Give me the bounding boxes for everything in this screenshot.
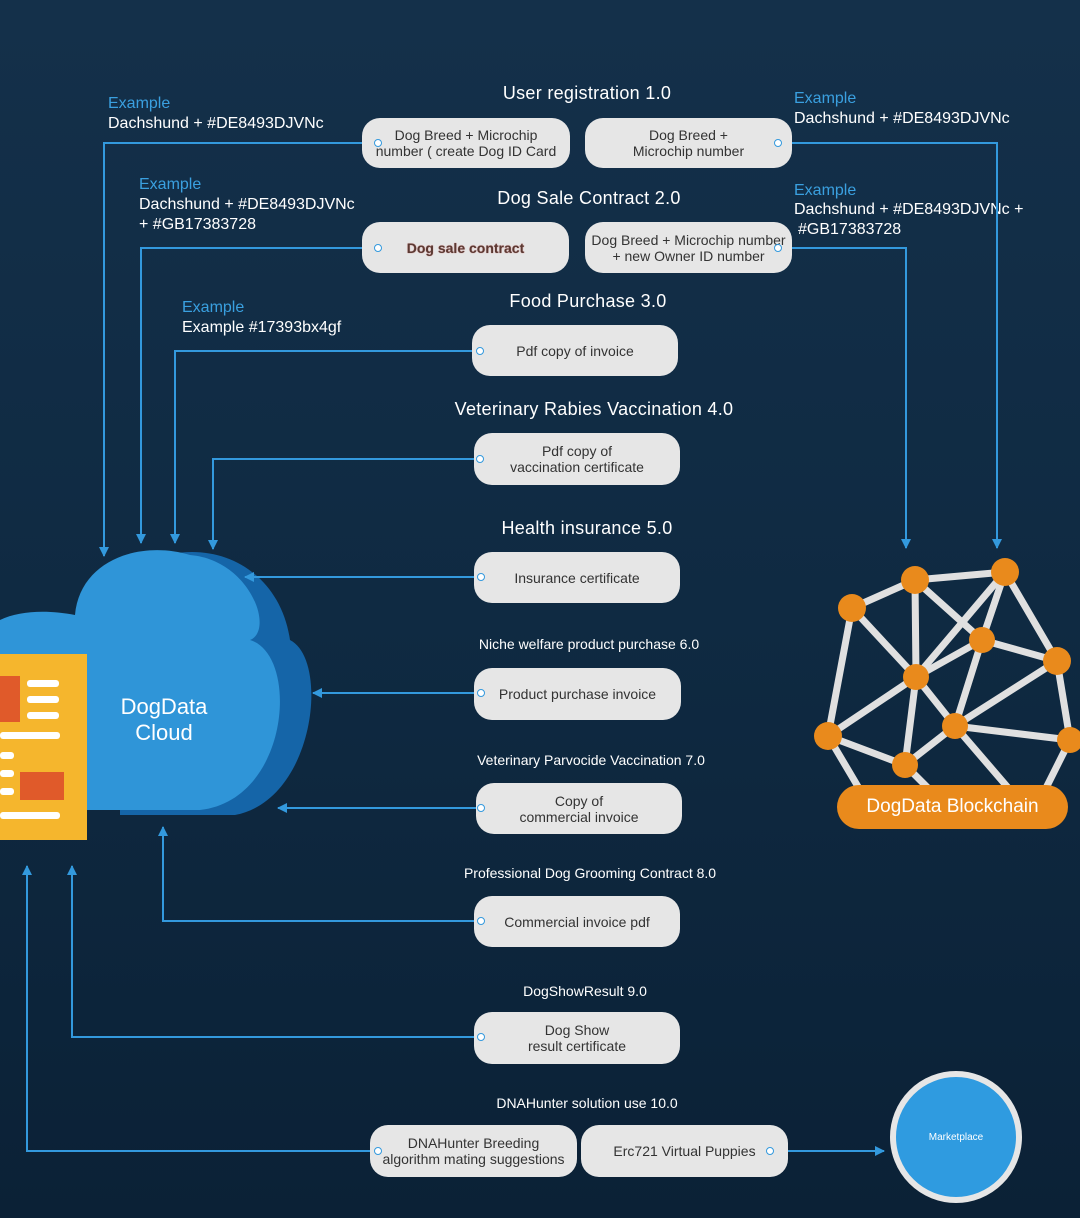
connector-port bbox=[477, 1033, 485, 1041]
connector-port bbox=[477, 689, 485, 697]
connector-port bbox=[374, 139, 382, 147]
connector-port bbox=[374, 244, 382, 252]
example-label: Example bbox=[794, 182, 857, 199]
pill-commercial-invoice-pdf[interactable]: Commercial invoice pdf bbox=[474, 896, 680, 947]
dogdata-cloud-graphic bbox=[0, 550, 312, 840]
connector-8 bbox=[158, 826, 481, 922]
pill-dog-id-card[interactable]: Dog Breed + Microchip number ( create Do… bbox=[362, 118, 570, 168]
heading-user-registration: User registration 1.0 bbox=[502, 83, 672, 103]
heading-niche-welfare: Niche welfare product purchase 6.0 bbox=[478, 636, 700, 652]
example-text: + #GB17383728 bbox=[139, 216, 256, 233]
example-label: Example bbox=[794, 90, 857, 107]
connector-port bbox=[477, 573, 485, 581]
connector-9 bbox=[67, 865, 481, 1038]
pill-new-owner-id[interactable]: Dog Breed + Microchip number + new Owner… bbox=[585, 222, 792, 273]
blockchain-label[interactable]: DogData Blockchain bbox=[837, 785, 1068, 829]
connector-port bbox=[476, 347, 484, 355]
pill-breed-microchip[interactable]: Dog Breed + Microchip number bbox=[585, 118, 792, 168]
blockchain-nodes bbox=[814, 558, 1080, 778]
example-text: Dachshund + #DE8493DJVNc bbox=[139, 196, 355, 213]
connector-port bbox=[774, 139, 782, 147]
pill-erc721-puppies[interactable]: Erc721 Virtual Puppies bbox=[581, 1125, 788, 1177]
connector-port bbox=[477, 804, 485, 812]
pill-dog-sale-contract[interactable]: Dog sale contract bbox=[362, 222, 569, 273]
pill-commercial-invoice-copy[interactable]: Copy of commercial invoice bbox=[476, 783, 682, 834]
marketplace-circle[interactable]: Marketplace bbox=[890, 1071, 1022, 1203]
pill-invoice-copy[interactable]: Pdf copy of invoice bbox=[472, 325, 678, 376]
example-text: Dachshund + #DE8493DJVNc bbox=[108, 115, 324, 132]
pill-dog-show-certificate[interactable]: Dog Show result certificate bbox=[474, 1012, 680, 1064]
connector-4 bbox=[208, 458, 480, 550]
example-label: Example bbox=[108, 95, 171, 112]
example-text: Example #17393bx4gf bbox=[182, 319, 342, 336]
heading-dnahunter: DNAHunter solution use 10.0 bbox=[496, 1095, 678, 1111]
cloud-title-line1: DogData bbox=[120, 694, 208, 719]
connector-port bbox=[374, 1147, 382, 1155]
pill-product-invoice[interactable]: Product purchase invoice bbox=[474, 668, 681, 720]
pill-vaccination-certificate[interactable]: Pdf copy of vaccination certificate bbox=[474, 433, 680, 485]
pill-insurance-certificate[interactable]: Insurance certificate bbox=[474, 552, 680, 603]
example-label: Example bbox=[139, 176, 202, 193]
connector-port bbox=[477, 917, 485, 925]
heading-food-purchase: Food Purchase 3.0 bbox=[509, 291, 667, 311]
heading-rabies-vaccination: Veterinary Rabies Vaccination 4.0 bbox=[454, 399, 734, 419]
connector-port bbox=[774, 244, 782, 252]
example-text: #GB17383728 bbox=[798, 221, 902, 238]
connector-port bbox=[766, 1147, 774, 1155]
connector-port bbox=[476, 455, 484, 463]
connector-2a bbox=[136, 247, 378, 544]
heading-parvocide-vaccination: Veterinary Parvocide Vaccination 7.0 bbox=[477, 752, 705, 768]
connector-3 bbox=[170, 350, 480, 544]
connector-1a bbox=[99, 142, 378, 557]
example-label: Example bbox=[182, 299, 245, 316]
cloud-title-line2: Cloud bbox=[135, 720, 193, 745]
heading-dog-show-result: DogShowResult 9.0 bbox=[523, 983, 647, 999]
example-text: Dachshund + #DE8493DJVNc bbox=[794, 110, 1010, 127]
heading-health-insurance: Health insurance 5.0 bbox=[501, 518, 673, 538]
heading-dog-sale-contract: Dog Sale Contract 2.0 bbox=[497, 188, 681, 208]
pill-dnahunter-suggestions[interactable]: DNAHunter Breeding algorithm mating sugg… bbox=[370, 1125, 577, 1177]
connector-2b bbox=[778, 247, 911, 549]
cloud-title: DogData Cloud bbox=[112, 694, 216, 746]
connector-10a bbox=[22, 865, 378, 1152]
example-text: Dachshund + #DE8493DJVNc + bbox=[794, 201, 1024, 218]
heading-grooming-contract: Professional Dog Grooming Contract 8.0 bbox=[463, 865, 717, 881]
connector-1b bbox=[778, 142, 1002, 549]
